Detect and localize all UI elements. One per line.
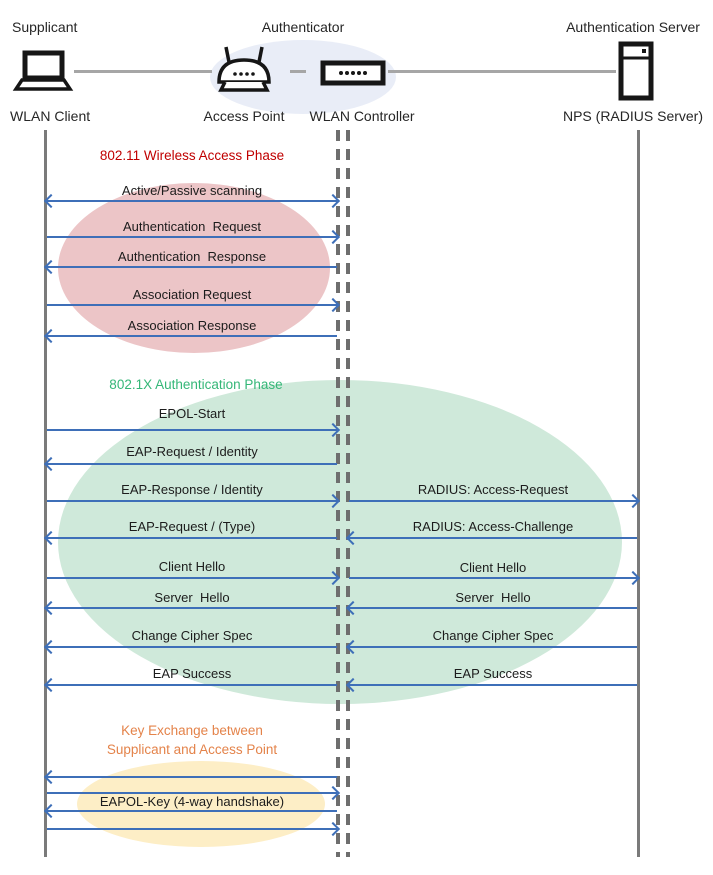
label-change-cipher-right: Change Cipher Spec (432, 628, 554, 643)
label-scanning: Active/Passive scanning (121, 183, 263, 198)
nps-label: NPS (RADIUS Server) (562, 108, 704, 124)
laptop-icon (12, 50, 74, 91)
access-point-label: Access Point (203, 108, 285, 124)
wlan-client-label: WLAN Client (10, 108, 91, 124)
arrow-eapol-key-2 (47, 792, 337, 794)
label-radius-access-challenge: RADIUS: Access-Challenge (412, 519, 574, 534)
arrow-change-cipher-right (349, 646, 637, 648)
server-tower-icon (618, 41, 654, 101)
connector-dash-middle (290, 70, 306, 73)
phase1-title: 802.11 Wireless Access Phase (99, 148, 285, 163)
arrow-eap-request-type (47, 537, 337, 539)
label-eapol-key: EAPOL-Key (4-way handshake) (99, 794, 285, 809)
label-authentication-response: Authentication Response (117, 249, 267, 264)
phase3-title-line1: Key Exchange between (121, 723, 263, 738)
label-eap-request-type: EAP-Request / (Type) (128, 519, 256, 534)
lifeline-controller-dash-left (336, 130, 340, 857)
label-eap-response-identity: EAP-Response / Identity (121, 482, 263, 497)
arrow-server-hello-right (349, 607, 637, 609)
controller-box-icon (320, 60, 386, 86)
label-client-hello-left: Client Hello (158, 559, 226, 574)
arrow-association-response (47, 335, 337, 337)
wlan-controller-label: WLAN Controller (309, 108, 415, 124)
lifeline-wlan-client (44, 130, 47, 857)
label-eap-success-right: EAP Success (453, 666, 533, 681)
lifeline-controller-dash-right (346, 130, 350, 857)
label-eap-request-identity: EAP-Request / Identity (126, 444, 258, 459)
phase1-ellipse (58, 183, 330, 353)
connector-line-left (74, 70, 212, 73)
arrow-eap-success-right (349, 684, 637, 686)
arrow-server-hello-left (47, 607, 337, 609)
label-server-hello-left: Server Hello (154, 590, 230, 605)
authenticator-role-label: Authenticator (261, 19, 345, 35)
label-authentication-request: Authentication Request (122, 219, 262, 234)
phase2-ellipse (58, 380, 622, 704)
label-client-hello-right: Client Hello (459, 560, 527, 575)
supplicant-role-label: Supplicant (12, 19, 78, 35)
arrow-eapol-key-3 (47, 810, 337, 812)
arrow-epol-start (47, 429, 337, 431)
arrow-radius-access-request (349, 500, 637, 502)
arrow-eapol-key-1 (47, 776, 337, 778)
label-radius-access-request: RADIUS: Access-Request (417, 482, 569, 497)
wireless-router-icon (217, 46, 271, 92)
arrow-radius-access-challenge (349, 537, 637, 539)
arrow-eap-request-identity (47, 463, 337, 465)
label-server-hello-right: Server Hello (455, 590, 531, 605)
label-eap-success-left: EAP Success (152, 666, 232, 681)
label-association-request: Association Request (132, 287, 252, 302)
label-association-response: Association Response (127, 318, 257, 333)
arrow-client-hello-left (47, 577, 337, 579)
arrow-eap-response-identity (47, 500, 337, 502)
arrow-change-cipher-left (47, 646, 337, 648)
arrow-eapol-key-4 (47, 828, 337, 830)
phase2-title: 802.1X Authentication Phase (109, 377, 283, 392)
arrow-authentication-request (47, 236, 337, 238)
connector-line-right (388, 70, 616, 73)
arrow-scanning (47, 200, 337, 202)
label-epol-start: EPOL-Start (158, 406, 226, 421)
phase3-title-line2: Supplicant and Access Point (106, 742, 278, 757)
arrow-authentication-response (47, 266, 337, 268)
lifeline-nps (637, 130, 640, 857)
arrow-eap-success-left (47, 684, 337, 686)
auth-server-role-label: Authentication Server (566, 19, 700, 35)
label-change-cipher-left: Change Cipher Spec (131, 628, 253, 643)
arrow-client-hello-right (349, 577, 637, 579)
arrow-association-request (47, 304, 337, 306)
